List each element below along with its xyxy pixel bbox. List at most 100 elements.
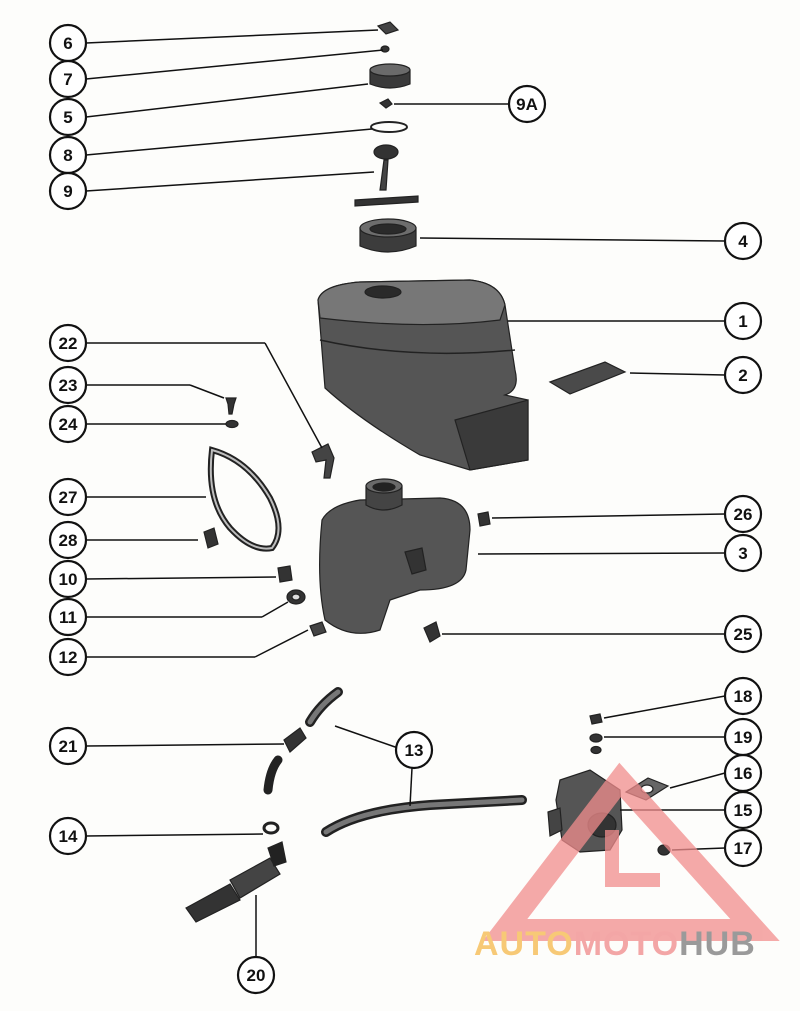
nut-part (225, 419, 239, 429)
callout-circle (723, 355, 763, 395)
callout-number: 8 (63, 146, 72, 165)
callout-number: 28 (59, 531, 78, 550)
callout-circle (723, 717, 763, 757)
callout-circle (48, 637, 88, 677)
callout-number: 24 (59, 415, 78, 434)
callout-number: 18 (734, 687, 753, 706)
callout-number: 5 (63, 108, 72, 127)
callout-24: 24 (48, 404, 88, 444)
callout-6: 6 (48, 23, 88, 63)
strap-clip-part (203, 527, 219, 549)
callout-21: 21 (48, 726, 88, 766)
callout-number: 1 (738, 312, 747, 331)
callout-18: 18 (723, 676, 763, 716)
callout-10: 10 (48, 559, 88, 599)
watermark-text: AUTOMOTOHUB (474, 925, 756, 963)
fuel-tank-part (319, 478, 471, 634)
fuel-connector-part (185, 841, 287, 923)
callout-circle (48, 816, 88, 856)
callout-number: 3 (738, 544, 747, 563)
callout-8: 8 (48, 135, 88, 175)
callout-12: 12 (48, 637, 88, 677)
callout-number: 10 (59, 570, 78, 589)
filler-neck-ring-part (359, 218, 417, 253)
grommet-part (309, 621, 327, 637)
callout-number: 7 (63, 70, 72, 89)
callout-number: 6 (63, 34, 72, 53)
watermark-part-moto: MOTO (574, 925, 679, 963)
callout-28: 28 (48, 520, 88, 560)
watermark-part-auto: AUTO (474, 925, 574, 963)
callout-number: 26 (734, 505, 753, 524)
watermark-part-hub: HUB (679, 925, 756, 963)
callout-circle (48, 559, 88, 599)
fuel-hose-part (305, 687, 527, 837)
callout-circle (723, 533, 763, 573)
callout-circle (48, 97, 88, 137)
callout-9: 9 (48, 171, 88, 211)
small-washer-part (380, 45, 390, 53)
callout-7: 7 (48, 59, 88, 99)
callout-16: 16 (723, 753, 763, 793)
callout-number: 17 (734, 839, 753, 858)
callout-23: 23 (48, 365, 88, 405)
o-ring-part (370, 121, 408, 133)
callout-2: 2 (723, 355, 763, 395)
callout-group: 1234567899A10111213141516171819202122232… (48, 23, 763, 995)
callout-circle (723, 614, 763, 654)
callout-3: 3 (723, 533, 763, 573)
leader-lines (85, 29, 726, 957)
callout-circle (48, 477, 88, 517)
screw-part (225, 397, 237, 415)
brand-watermark: AUTOMOTOHUB (474, 762, 780, 963)
carb-washer-part (589, 733, 603, 755)
callout-circle (48, 365, 88, 405)
callout-9a: 9A (507, 84, 547, 124)
callout-5: 5 (48, 97, 88, 137)
callout-27: 27 (48, 477, 88, 517)
callout-circle (723, 676, 763, 716)
callout-13: 13 (394, 730, 434, 770)
callout-4: 4 (723, 221, 763, 261)
primer-fitting-part (263, 727, 307, 795)
callout-number: 12 (59, 648, 78, 667)
callout-circle (723, 221, 763, 261)
callout-number: 20 (247, 966, 266, 985)
mounting-screw-part (277, 565, 293, 583)
callout-circle (48, 323, 88, 363)
callout-circle (723, 301, 763, 341)
callout-circle (48, 171, 88, 211)
callout-circle (48, 520, 88, 560)
callout-22: 22 (48, 323, 88, 363)
carb-spring-part (589, 713, 603, 725)
callout-circle (723, 494, 763, 534)
callout-number: 9A (516, 95, 538, 114)
callout-number: 22 (59, 334, 78, 353)
callout-circle (48, 726, 88, 766)
callout-circle (236, 955, 276, 995)
callout-1: 1 (723, 301, 763, 341)
callout-19: 19 (723, 717, 763, 757)
tank-strap-part (207, 446, 282, 552)
callout-number: 9 (63, 182, 72, 201)
hose-clamp-ring-part (262, 821, 280, 835)
callout-number: 21 (59, 737, 78, 756)
callout-circle (48, 404, 88, 444)
callout-number: 13 (405, 741, 424, 760)
filler-cap-screw-part (376, 21, 400, 35)
cap-retainer-clip-part (378, 98, 393, 109)
callout-number: 19 (734, 728, 753, 747)
callout-25: 25 (723, 614, 763, 654)
callout-20: 20 (236, 955, 276, 995)
logo-inner-mark-icon (605, 830, 660, 887)
callout-number: 11 (59, 608, 77, 627)
tank-cover-part (317, 279, 529, 471)
callout-number: 15 (734, 801, 753, 820)
callout-circle (723, 828, 763, 868)
hose-clamp-part (423, 621, 441, 643)
callout-circle (394, 730, 434, 770)
callout-circle (507, 84, 547, 124)
callout-number: 25 (734, 625, 753, 644)
callout-circle (48, 597, 88, 637)
